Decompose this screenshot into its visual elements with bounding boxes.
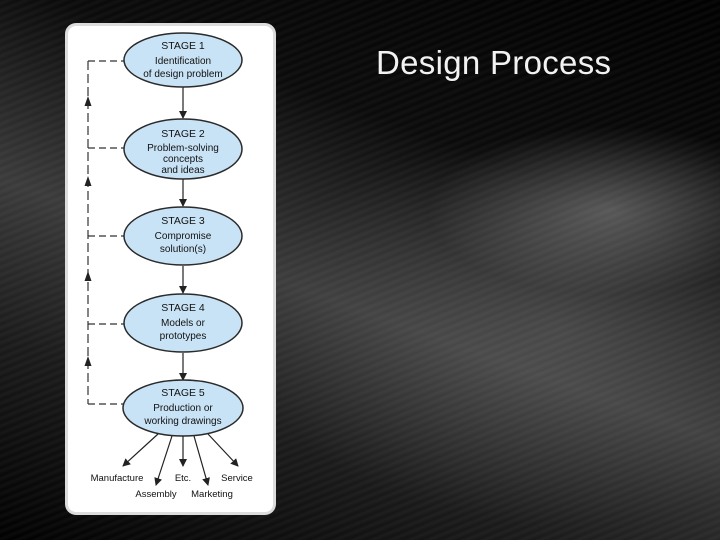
stage-2-ellipse: [123, 118, 243, 180]
design-process-diagram-panel: STAGE 1 Identification of design problem…: [68, 26, 273, 512]
stage-4-label: STAGE 4: [161, 302, 205, 314]
stage-3-label: STAGE 3: [161, 215, 205, 227]
stage-1-ellipse: [123, 32, 243, 88]
feedback-arrow-3: [84, 271, 92, 281]
stage-1-label: STAGE 1: [161, 40, 205, 52]
output-arrow-manufacture: [122, 433, 159, 467]
stage-4-line-1: Models or: [161, 318, 206, 329]
stage-5-label: STAGE 5: [161, 387, 205, 399]
output-arrow-marketing: [193, 435, 210, 486]
slide-title: Design Process: [376, 44, 612, 81]
stage-2-node: STAGE 2 Problem-solving concepts and ide…: [123, 118, 243, 180]
stage-3-node: STAGE 3 Compromise solution(s): [123, 206, 243, 266]
output-manufacture: Manufacture: [91, 473, 144, 484]
feedback-arrow-1: [84, 96, 92, 106]
stage-4-node: STAGE 4 Models or prototypes: [123, 293, 243, 353]
stage-2-line-3: and ideas: [161, 165, 204, 176]
output-marketing: Marketing: [191, 489, 233, 500]
stage-1-node: STAGE 1 Identification of design problem: [123, 32, 243, 88]
stage-3-line-1: Compromise: [155, 231, 212, 242]
stage-2-line-1: Problem-solving: [147, 143, 219, 154]
stage-2-line-2: concepts: [163, 154, 203, 165]
output-etc: Etc.: [175, 473, 191, 484]
stage-3-ellipse: [123, 206, 243, 266]
feedback-arrow-4: [84, 356, 92, 366]
design-process-diagram: STAGE 1 Identification of design problem…: [84, 32, 253, 500]
feedback-arrow-2: [84, 176, 92, 186]
stage-4-ellipse: [123, 293, 243, 353]
stage-5-node: STAGE 5 Production or working drawings: [122, 379, 244, 437]
stage-5-line-1: Production or: [153, 403, 213, 414]
stage-3-line-2: solution(s): [160, 244, 206, 255]
output-arrow-assembly: [154, 435, 173, 486]
output-service: Service: [221, 473, 253, 484]
stage-1-line-1: Identification: [155, 56, 211, 67]
output-assembly: Assembly: [135, 489, 176, 500]
output-arrow-service: [207, 433, 239, 467]
stage-1-line-2: of design problem: [143, 69, 223, 80]
stage-5-line-2: working drawings: [143, 416, 221, 427]
stage-4-line-2: prototypes: [160, 331, 207, 342]
stage-2-label: STAGE 2: [161, 128, 205, 140]
